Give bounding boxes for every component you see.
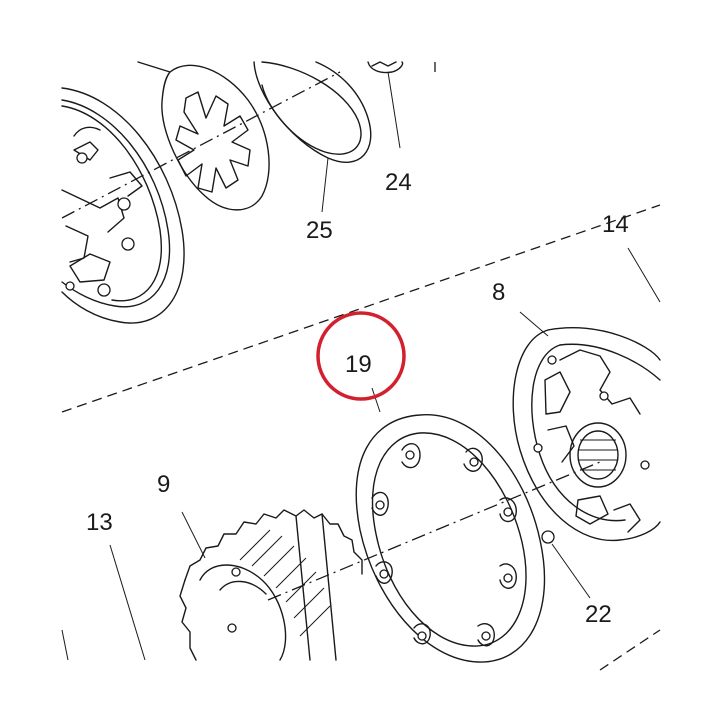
callout-22: 22 <box>585 601 612 628</box>
leader-line-13b <box>61 629 69 661</box>
callout-25: 25 <box>306 217 333 244</box>
plate-tabs <box>371 443 517 647</box>
assembly-axis-lower <box>267 461 601 601</box>
gear-part-9 <box>179 509 363 661</box>
highlight-circle-19 <box>316 311 406 401</box>
friction-plate-part-19 <box>355 387 546 663</box>
bolt-part-24 <box>367 61 404 149</box>
callout-14: 14 <box>602 211 629 238</box>
callout-8: 8 <box>492 279 505 306</box>
clutch-drum-part <box>61 87 185 324</box>
callout-24: 24 <box>385 169 412 196</box>
assembly-axis-upper <box>61 71 341 219</box>
clutch-hub-part-8 <box>512 247 661 542</box>
section-divider-line <box>61 204 661 413</box>
callout-19: 19 <box>345 351 372 378</box>
spring-washer-part <box>137 61 270 211</box>
callout-13: 13 <box>86 509 113 536</box>
ball-part-22 <box>541 530 591 599</box>
thin-ring-part-25 <box>253 61 372 213</box>
leader-line-13 <box>109 544 146 661</box>
callout-9: 9 <box>157 471 170 498</box>
section-divider-line-right <box>599 629 661 671</box>
